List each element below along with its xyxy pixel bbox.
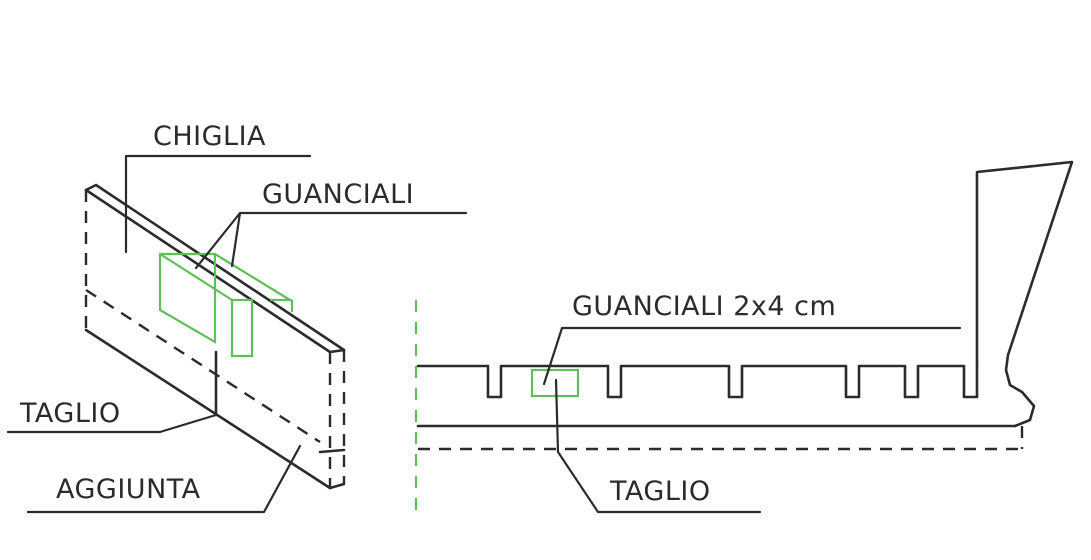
- chiglia-leader: [124, 154, 312, 254]
- guanciale-block-front: [230, 298, 254, 358]
- guanciale-profile-block: [530, 368, 580, 398]
- guanciali-leader-branch: [230, 211, 242, 268]
- keel-profile: [414, 160, 1074, 510]
- label-guanciali-left: GUANCIALI: [262, 179, 414, 210]
- keel-profile-top-notched: [416, 364, 979, 399]
- keel-top-end-edge: [328, 348, 346, 354]
- aggiunta-leader: [26, 444, 302, 514]
- keel-top-front-edge: [84, 188, 332, 354]
- guanciale-top-line: [159, 253, 233, 301]
- leader-lines-left: [6, 154, 468, 514]
- label-taglio-right: TAGLIO: [609, 476, 711, 507]
- taglio-left-leader: [6, 413, 218, 434]
- guanciali-right-leader: [542, 326, 962, 386]
- labels: CHIGLIA GUANCIALI TAGLIO AGGIUNTA GUANCI…: [19, 121, 836, 507]
- stern-post: [975, 160, 1074, 428]
- label-guanciali-right: GUANCIALI 2x4 cm: [572, 291, 836, 322]
- guanciale-top-right: [214, 253, 291, 301]
- taglio-right-leader: [554, 378, 762, 514]
- keel-bottom-edge: [84, 328, 332, 490]
- label-taglio-left: TAGLIO: [19, 398, 121, 429]
- leader-lines-right: [542, 326, 962, 514]
- keel-end-bottom: [328, 482, 346, 490]
- keel-end-mid: [318, 448, 346, 454]
- aggiunta-separation-line: [85, 288, 321, 444]
- label-chiglia: CHIGLIA: [153, 121, 266, 152]
- label-aggiunta: AGGIUNTA: [56, 474, 201, 505]
- guanciali-blocks-left: [158, 252, 294, 358]
- guanciale-block-back: [158, 252, 217, 344]
- keel-top-back-edge: [84, 183, 346, 352]
